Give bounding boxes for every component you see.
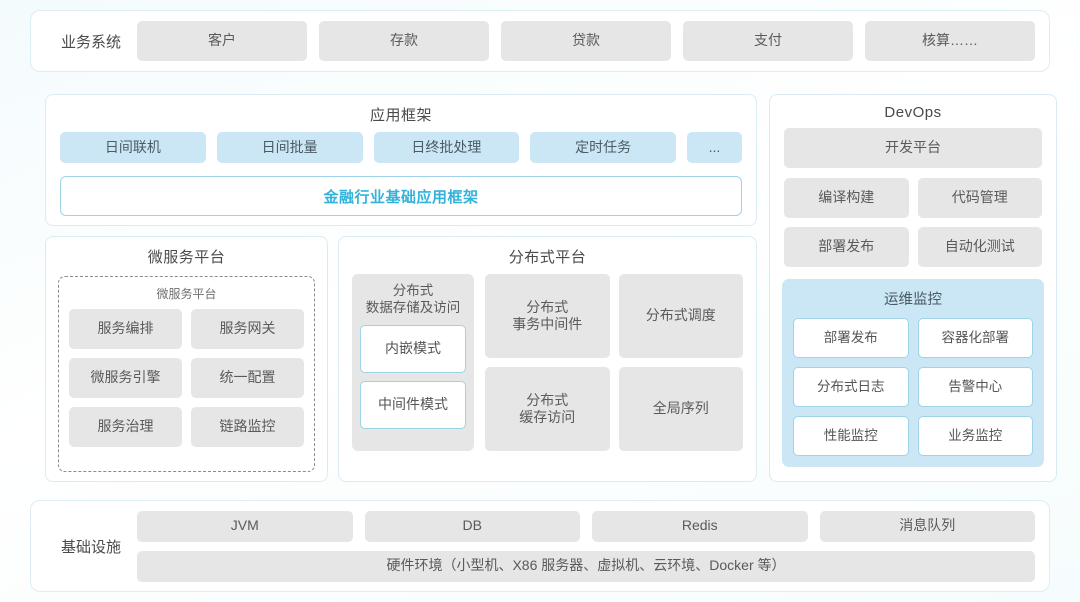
distributed-storage-label-line2: 数据存储及访问 xyxy=(365,299,461,315)
devops-item-automated-test[interactable]: 自动化测试 xyxy=(917,227,1042,267)
infrastructure-stack: JVM DB Redis 消息队列 硬件环境（小型机、X86 服务器、虚拟机、云… xyxy=(137,510,1035,582)
application-framework-panel: 应用框架 日间联机 日间批量 日终批处理 定时任务 ... 金融行业基础应用框架 xyxy=(45,94,757,226)
ops-item-container-deploy[interactable]: 容器化部署 xyxy=(917,318,1033,358)
application-framework-title: 应用框架 xyxy=(369,107,432,124)
appfw-chip-daytime-batch[interactable]: 日间批量 xyxy=(216,132,363,163)
ops-monitoring-title: 运维监控 xyxy=(884,292,942,308)
ops-item-business-monitor[interactable]: 业务监控 xyxy=(917,416,1033,456)
dist-item-2-line2: 缓存访问 xyxy=(519,409,576,425)
ops-item-distributed-log[interactable]: 分布式日志 xyxy=(793,367,909,407)
infra-item-hardware-environment[interactable]: 硬件环境（小型机、X86 服务器、虚拟机、云环境、Docker 等） xyxy=(137,550,1035,582)
infrastructure-items: JVM DB Redis 消息队列 xyxy=(137,510,1035,542)
distributed-platform-body: 分布式 数据存储及访问 内嵌模式 中间件模式 分布式 事务中间件 xyxy=(339,274,756,451)
ops-monitoring-box: 运维监控 部署发布 容器化部署 分布式日志 告警中心 性能监控 业务监控 xyxy=(782,279,1044,467)
devops-item-dev-platform[interactable]: 开发平台 xyxy=(784,128,1042,168)
distributed-storage-label: 分布式 数据存储及访问 xyxy=(360,283,466,317)
dist-item-0-line2: 事务中间件 xyxy=(512,316,583,332)
storage-mode-middleware[interactable]: 中间件模式 xyxy=(360,380,466,429)
business-item-accounting[interactable]: 核算…… xyxy=(865,21,1035,61)
distributed-storage-label-line1: 分布式 xyxy=(392,283,434,298)
devops-panel: DevOps 开发平台 编译构建 代码管理 部署发布 自动化测试 运维监控 部署… xyxy=(769,94,1057,482)
distributed-items: 分布式 事务中间件 分布式调度 分布式 缓存访问 xyxy=(485,274,743,451)
business-item-loan[interactable]: 贷款 xyxy=(501,21,671,61)
business-item-payment[interactable]: 支付 xyxy=(683,21,853,61)
devops-item-deploy-release[interactable]: 部署发布 xyxy=(784,227,909,267)
dist-item-transaction-middleware[interactable]: 分布式 事务中间件 xyxy=(485,274,610,358)
application-framework-chips: 日间联机 日间批量 日终批处理 定时任务 ... xyxy=(46,132,756,163)
infra-item-jvm[interactable]: JVM xyxy=(137,510,353,542)
business-item-customer[interactable]: 客户 xyxy=(137,21,307,61)
platform-zone: 应用框架 日间联机 日间批量 日终批处理 定时任务 ... 金融行业基础应用框架… xyxy=(22,84,1058,492)
infrastructure-card: 基础设施 JVM DB Redis 消息队列 硬件环境（小型机、X86 服务器、… xyxy=(30,500,1050,592)
micro-item-service-gateway[interactable]: 服务网关 xyxy=(191,309,304,349)
ops-monitoring-items: 部署发布 容器化部署 分布式日志 告警中心 性能监控 业务监控 xyxy=(793,318,1033,456)
micro-item-microservice-engine[interactable]: 微服务引擎 xyxy=(69,358,182,398)
storage-mode-embedded[interactable]: 内嵌模式 xyxy=(360,324,466,373)
dist-item-scheduling[interactable]: 分布式调度 xyxy=(618,274,743,358)
micro-item-service-governance[interactable]: 服务治理 xyxy=(69,407,182,447)
micro-item-unified-config[interactable]: 统一配置 xyxy=(191,358,304,398)
infrastructure-label: 基础设施 xyxy=(60,538,121,556)
dist-item-3-line1: 全局序列 xyxy=(652,400,709,417)
distributed-storage-column: 分布式 数据存储及访问 内嵌模式 中间件模式 xyxy=(352,274,474,451)
ops-item-deploy-release[interactable]: 部署发布 xyxy=(793,318,909,358)
dist-item-2-line1: 分布式 xyxy=(526,391,569,408)
infra-item-redis[interactable]: Redis xyxy=(592,510,808,542)
business-system-items: 客户 存款 贷款 支付 核算…… xyxy=(137,21,1035,61)
devops-items: 编译构建 代码管理 部署发布 自动化测试 xyxy=(784,178,1042,267)
appfw-chip-scheduled-task[interactable]: 定时任务 xyxy=(530,132,676,163)
distributed-platform-title: 分布式平台 xyxy=(508,249,587,266)
microservice-inner-title: 微服务平台 xyxy=(156,287,217,301)
microservice-inner-box: 微服务平台 服务编排 服务网关 微服务引擎 统一配置 服务治理 链路监控 xyxy=(58,276,315,472)
appfw-chip-daytime-online[interactable]: 日间联机 xyxy=(60,132,206,163)
microservice-items: 服务编排 服务网关 微服务引擎 统一配置 服务治理 链路监控 xyxy=(69,309,304,447)
distributed-platform-panel: 分布式平台 分布式 数据存储及访问 内嵌模式 中间件模式 xyxy=(338,236,757,482)
business-item-deposit[interactable]: 存款 xyxy=(319,21,489,61)
business-system-card: 业务系统 客户 存款 贷款 支付 核算…… xyxy=(30,10,1050,72)
appfw-chip-more[interactable]: ... xyxy=(687,132,742,163)
dist-item-0-line1: 分布式 xyxy=(526,298,569,315)
dist-item-1-line1: 分布式调度 xyxy=(645,307,716,324)
appfw-chip-eod-batch[interactable]: 日终批处理 xyxy=(373,132,520,163)
infra-item-message-queue[interactable]: 消息队列 xyxy=(819,510,1035,542)
distributed-storage-box[interactable]: 分布式 数据存储及访问 内嵌模式 中间件模式 xyxy=(352,274,474,451)
microservice-platform-title: 微服务平台 xyxy=(147,249,226,266)
ops-item-performance-monitor[interactable]: 性能监控 xyxy=(793,416,909,456)
micro-item-service-orchestration[interactable]: 服务编排 xyxy=(69,309,182,349)
financial-base-framework-bar[interactable]: 金融行业基础应用框架 xyxy=(60,176,742,216)
ops-item-alert-center[interactable]: 告警中心 xyxy=(917,367,1033,407)
business-system-label: 业务系统 xyxy=(60,33,121,51)
devops-item-code-management[interactable]: 代码管理 xyxy=(917,178,1042,218)
devops-stack: 开发平台 编译构建 代码管理 部署发布 自动化测试 xyxy=(770,128,1056,267)
devops-title: DevOps xyxy=(884,104,942,121)
infra-item-db[interactable]: DB xyxy=(364,510,580,542)
micro-item-trace-monitor[interactable]: 链路监控 xyxy=(191,407,304,447)
devops-item-build[interactable]: 编译构建 xyxy=(784,178,909,218)
microservice-platform-panel: 微服务平台 微服务平台 服务编排 服务网关 微服务引擎 统一配置 服务治理 链路… xyxy=(45,236,328,482)
dist-item-cache-access[interactable]: 分布式 缓存访问 xyxy=(485,367,610,451)
dist-item-global-sequence[interactable]: 全局序列 xyxy=(618,367,743,451)
